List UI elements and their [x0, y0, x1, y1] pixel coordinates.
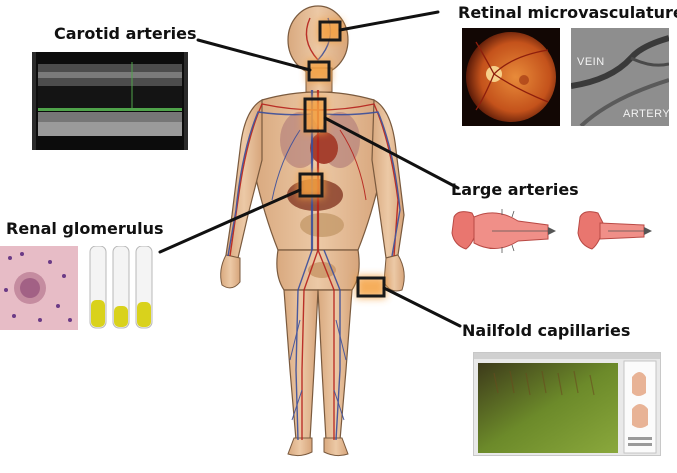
carotid-label: Carotid arteries [54, 24, 197, 43]
vein-label: VEIN [577, 56, 605, 68]
carotid-leader [196, 38, 312, 72]
region-highlights [298, 20, 386, 298]
artery-label: ARTERY [623, 108, 669, 120]
nailfold-label: Nailfold capillaries [462, 321, 631, 340]
renal-label: Renal glomerulus [6, 219, 164, 238]
aorta-box [303, 97, 327, 133]
nailfold-leader [382, 286, 462, 328]
large-arteries-diagram [448, 203, 664, 273]
retinal-leader [338, 10, 440, 32]
human-body-illustration [220, 5, 405, 457]
kidney-box [298, 172, 324, 198]
renal-leader [158, 188, 302, 254]
nailfold-capillaroscopy-image [473, 352, 661, 456]
large-arteries-leader [323, 116, 460, 190]
leader-lines [158, 10, 462, 328]
retina-fundus-image [462, 28, 560, 126]
retinal-label: Retinal microvasculature [458, 3, 677, 22]
carotid-ultrasound-image [32, 52, 188, 150]
retina-vessel-detail-image: VEIN ARTERY [571, 28, 669, 126]
stiff-artery [577, 211, 652, 250]
renal-histology-image [0, 246, 78, 330]
urine-test-tubes-image [86, 246, 156, 330]
large-arteries-label: Large arteries [451, 180, 579, 199]
elastic-artery [451, 209, 556, 253]
